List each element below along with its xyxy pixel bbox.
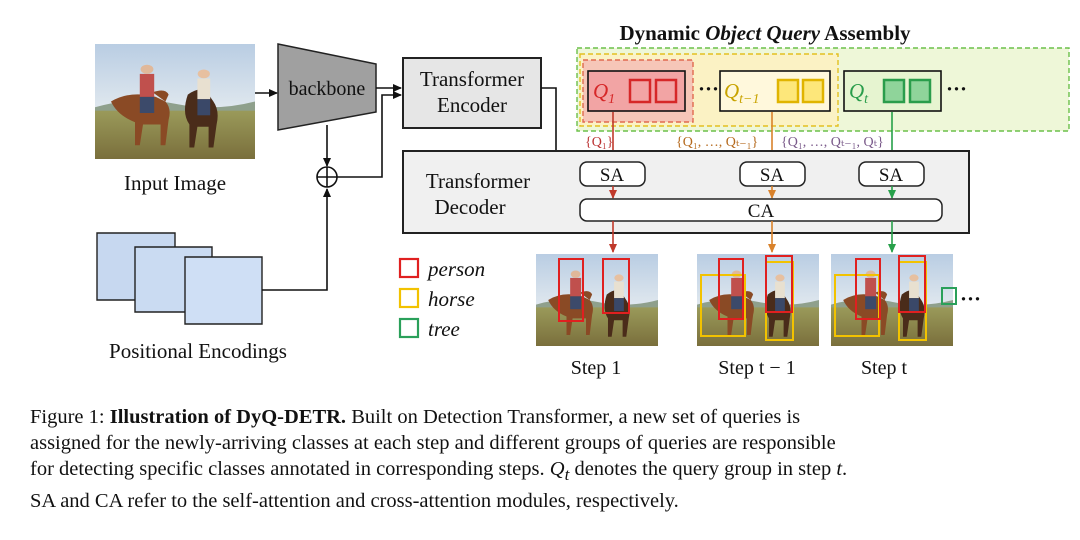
ca-label: CA — [748, 201, 775, 222]
legend-label-horse: horse — [428, 287, 475, 311]
caption-line-4: SA and CA refer to the self-attention an… — [30, 490, 679, 513]
figure-caption: Figure 1: Illustration of DyQ-DETR. Buil… — [30, 404, 1060, 514]
svg-text:SA: SA — [879, 165, 904, 186]
arrow-plus-to-encoder — [337, 91, 402, 178]
legend-swatch-person — [398, 257, 420, 279]
encoder-label-line1: Transformer — [420, 67, 524, 91]
backbone-block — [277, 43, 377, 131]
query-group-q-t-minus-1: Qt−1 — [719, 70, 831, 112]
query-group-q-t: Qt — [843, 70, 942, 112]
input-image-label: Input Image — [124, 171, 226, 195]
ca-block — [579, 198, 943, 222]
query-group-q1: Q1 — [587, 70, 686, 112]
positional-encodings-stack — [96, 232, 263, 325]
query-ellipsis-2: ··· — [946, 77, 967, 101]
input-image — [95, 44, 255, 159]
output-image-step-t — [831, 254, 957, 346]
query-set-step1: {Q₁} — [585, 135, 613, 150]
svg-text:Qt−1: Qt−1 — [724, 79, 760, 107]
transformer-encoder-block — [402, 57, 542, 129]
caption-line-2: assigned for the newly-arriving classes … — [30, 432, 836, 454]
caption-line-3: for detecting specific classes annotated… — [30, 458, 848, 485]
svg-text:SA: SA — [760, 165, 785, 186]
legend-label-tree: tree — [428, 317, 460, 341]
assembly-title: Dynamic Object Query Assembly — [619, 21, 911, 45]
figure-diagram: Input Image backbone Positional Encoding… — [95, 21, 1070, 379]
svg-text:Q1: Q1 — [593, 79, 615, 107]
step-label-1: Step 1 — [571, 357, 622, 379]
arrow-posenc-to-plus — [262, 188, 331, 291]
output-image-step-t-minus-1 — [697, 254, 819, 346]
query-ellipsis-1: ··· — [698, 77, 719, 101]
decoder-label-line1: Transformer — [426, 169, 530, 193]
output-image-step1 — [536, 254, 658, 346]
caption-line-1: Figure 1: Illustration of DyQ-DETR. Buil… — [30, 406, 801, 428]
caption-bold-title: Illustration of DyQ-DETR. — [109, 406, 347, 428]
legend: person horse tree — [398, 257, 485, 341]
output-ellipsis-2: ··· — [960, 287, 981, 311]
positional-encodings-label: Positional Encodings — [109, 339, 287, 363]
step-label-t-minus-1: Step t − 1 — [718, 357, 795, 379]
backbone-label: backbone — [289, 78, 366, 100]
encoder-label-line2: Encoder — [437, 93, 507, 117]
svg-text:Qt: Qt — [849, 79, 869, 107]
step-label-t: Step t — [861, 357, 908, 379]
query-set-step-t-minus-1: {Q₁, …, Qₜ₋₁} — [676, 135, 758, 150]
legend-swatch-horse — [398, 287, 420, 309]
svg-text:SA: SA — [600, 165, 625, 186]
query-set-step-t: {Q₁, …, Qₜ₋₁, Qₜ} — [781, 135, 884, 150]
legend-label-person: person — [426, 257, 485, 281]
legend-swatch-tree — [398, 317, 420, 339]
decoder-label-line2: Decoder — [434, 195, 505, 219]
